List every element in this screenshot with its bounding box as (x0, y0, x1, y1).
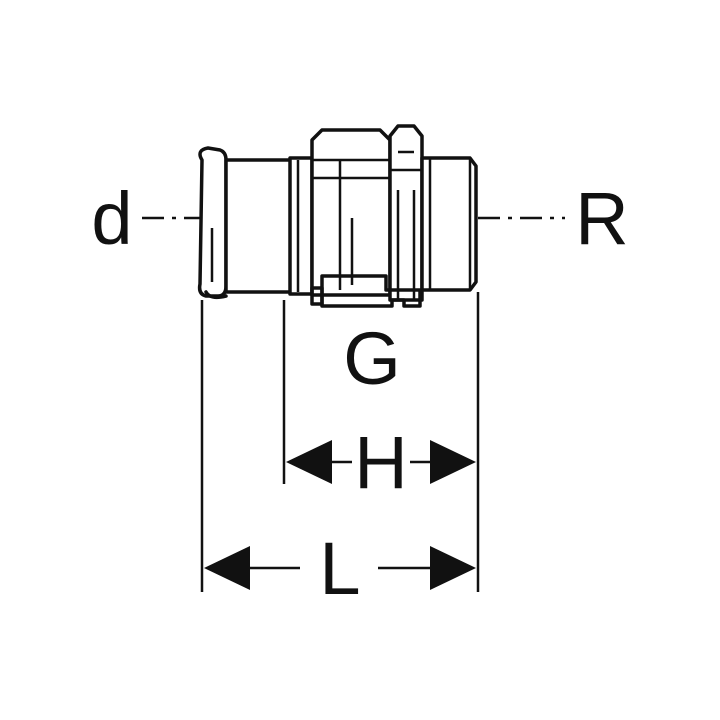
dimension-l (204, 546, 476, 590)
label-r: R (575, 177, 628, 260)
arrow-right-icon (430, 440, 476, 484)
label-d: d (91, 177, 132, 260)
male-thread-end (420, 156, 478, 292)
arrow-left-icon (286, 440, 332, 484)
union-nut (310, 128, 392, 297)
socket-collar (288, 156, 314, 296)
press-fitting-drawing (197, 124, 478, 308)
press-socket-end (197, 146, 294, 300)
label-h: H (354, 421, 407, 504)
dimension-h (286, 440, 476, 484)
label-g: G (343, 317, 401, 400)
hex-body (388, 124, 424, 302)
section-hatch (310, 274, 422, 308)
arrow-right-icon (430, 546, 476, 590)
label-l: L (319, 527, 360, 610)
extension-lines (200, 292, 480, 592)
arrow-left-icon (204, 546, 250, 590)
